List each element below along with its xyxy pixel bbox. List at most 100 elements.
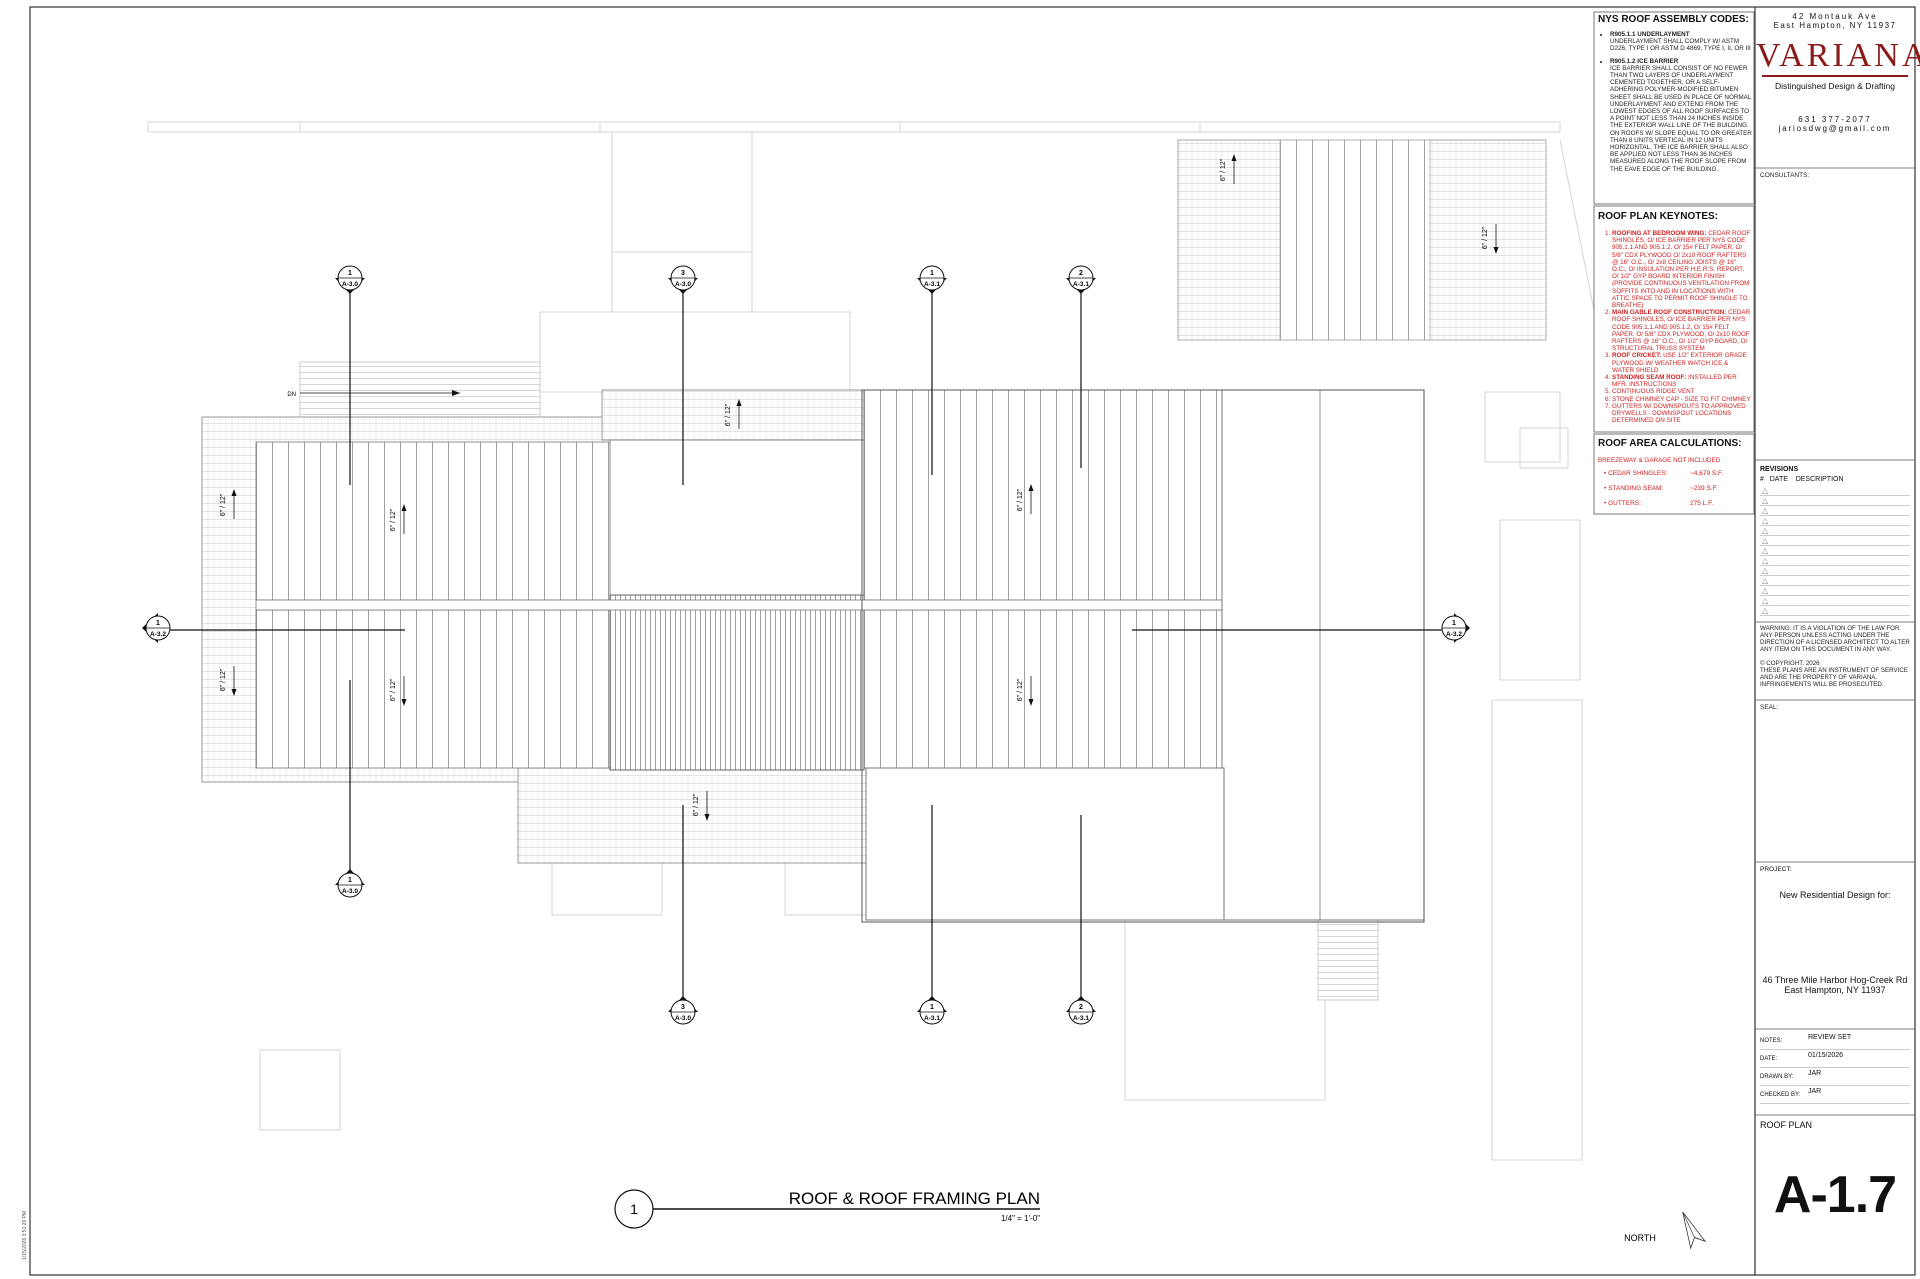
project-address-line1: 46 Three Mile Harbor Hog-Creek Rd [1762, 975, 1908, 985]
sheet-number: A-1.7 [1773, 1166, 1897, 1224]
section-marker: 1A-3.1 [917, 265, 947, 294]
slope-annotation: 6" / 12" [1482, 224, 1499, 254]
area-row: • GUTTERS: 275 L.F. [1598, 500, 1752, 515]
section-marker: 1A-3.0 [335, 869, 365, 898]
revision-triangle-icon: △ [1762, 516, 1769, 525]
slope-label: 6" / 12" [1017, 678, 1024, 701]
area-note: BREEZEWAY & GARAGE NOT INCLUDED [1598, 457, 1721, 464]
section-marker: 1A-3.2 [142, 613, 171, 643]
slope-arrowhead [231, 489, 237, 496]
slope-arrowhead [1028, 699, 1034, 706]
revision-triangle-icon: △ [1762, 586, 1769, 595]
section-marker-sheet: A-3.1 [1073, 281, 1089, 288]
sheet-title: ROOF PLAN [1760, 1120, 1813, 1130]
revision-triangle-icon: △ [1762, 506, 1769, 515]
section-marker-number: 1 [1452, 620, 1456, 627]
keynote-item: ROOF CRICKET: USE 1/2" EXTERIOR GRADE PL… [1612, 352, 1752, 374]
slope-annotation: 6" / 12" [1220, 154, 1237, 184]
warning-block: WARNING: IT IS A VIOLATION OF THE LAW FO… [1760, 625, 1910, 688]
slope-label: 6" / 12" [220, 668, 227, 691]
date-value: 01/15/2026 [1808, 1052, 1844, 1059]
warning-text: WARNING: IT IS A VIOLATION OF THE LAW FO… [1760, 625, 1910, 653]
revisions-block: REVISIONS # DATE DESCRIPTION △△△△△△△△△△△… [1760, 466, 1910, 616]
slope-annotation: 6" / 12" [1017, 484, 1034, 514]
main-roof [201, 389, 1425, 923]
section-marker-number: 1 [156, 620, 160, 627]
revision-rows: △△△△△△△△△△△△△ [1760, 486, 1910, 616]
keynote-item: GUTTERS W/ DOWNSPOUTS TO APPROVED DRYWEL… [1612, 403, 1752, 425]
north-label: NORTH [1624, 1233, 1656, 1243]
slope-annotations: 6" / 12" 6" / 12" 6" / 12" 6" / 12" 6" / 12"… [220, 154, 1499, 821]
section-marker-sheet: A-3.0 [342, 281, 358, 288]
revision-triangle-icon: △ [1762, 556, 1769, 565]
dn-label: DN [287, 392, 296, 398]
revision-row: △ [1760, 556, 1910, 566]
project-name: New Residential Design for: [1779, 890, 1891, 900]
area-value: ~239 S.F. [1690, 485, 1718, 492]
revision-row: △ [1760, 526, 1910, 536]
slope-arrowhead [401, 504, 407, 511]
area-label: • GUTTERS: [1604, 500, 1641, 507]
section-marker-sheet: A-3.1 [924, 281, 940, 288]
revision-triangle-icon: △ [1762, 526, 1769, 535]
area-label: • STANDING SEAM: [1604, 485, 1664, 492]
slope-annotation: 6" / 12" [725, 399, 742, 429]
section-marker-number: 1 [930, 1004, 934, 1011]
firm-logo: VARIANA [1756, 37, 1920, 74]
section-marker-sheet: A-3.2 [150, 631, 166, 638]
keynotes-panel: ROOF PLAN KEYNOTES: ROOFING AT BEDROOM W… [1598, 211, 1752, 424]
area-value: 275 L.F. [1690, 500, 1714, 507]
revision-row: △ [1760, 566, 1910, 576]
slope-arrowhead [1028, 484, 1034, 491]
copyright-body: THESE PLANS ARE AN INSTRUMENT OF SERVICE… [1760, 667, 1908, 688]
revision-row: △ [1760, 576, 1910, 586]
firm-address-line2: East Hampton, NY 11937 [1773, 21, 1897, 30]
rev-col-num: # [1760, 476, 1764, 483]
slope-annotation: 6" / 12" [1017, 676, 1034, 706]
keynotes-list: ROOFING AT BEDROOM WING: CEDAR ROOF SHIN… [1598, 230, 1752, 424]
revision-triangle-icon: △ [1762, 606, 1769, 615]
area-title: ROOF AREA CALCULATIONS: [1598, 438, 1742, 449]
revision-row: △ [1760, 536, 1910, 546]
area-row: • CEDAR SHINGLES:~4,679 S.F. [1598, 470, 1752, 485]
slope-arrowhead [401, 699, 407, 706]
slope-label: 6" / 12" [725, 403, 732, 426]
detail-number: 1 [630, 1201, 638, 1217]
revision-row: △ [1760, 596, 1910, 606]
keynote-item: CONTINUOUS RIDGE VENT [1612, 388, 1752, 395]
project-label: PROJECT: [1760, 866, 1792, 873]
section-marker-number: 2 [1079, 270, 1083, 277]
drawn-by-value: JAR [1808, 1070, 1822, 1077]
area-label: • CEDAR SHINGLES: [1604, 470, 1668, 477]
slope-label: 6" / 12" [1017, 488, 1024, 511]
sheet-info: NOTES: REVIEW SET DATE: 01/15/2026 DRAWN… [1760, 1032, 1910, 1104]
keynote-item: STONE CHIMNEY CAP - SIZE TO FIT CHIMNEY [1612, 396, 1752, 403]
code-body: ICE BARRIER SHALL CONSIST OF NO FEWER TH… [1610, 64, 1752, 173]
section-marker-number: 3 [681, 1004, 685, 1011]
date-label: DATE: [1760, 1056, 1778, 1062]
firm-phone: 631 377-2077 [1798, 115, 1872, 124]
slope-annotation: 6" / 12" [390, 676, 407, 706]
slope-arrowhead [231, 689, 237, 696]
copyright-line: © COPYRIGHT: 2026 [1760, 660, 1820, 667]
slope-arrowhead [1231, 154, 1237, 161]
slope-annotation: 6" / 12" [390, 504, 407, 534]
revision-row: △ [1760, 606, 1910, 616]
revisions-title: REVISIONS [1760, 466, 1799, 473]
drawing-scale: 1/4" = 1'-0" [1001, 1214, 1040, 1223]
slope-arrowhead [736, 399, 742, 406]
project-address-line2: East Hampton, NY 11937 [1784, 985, 1886, 995]
revision-triangle-icon: △ [1762, 596, 1769, 605]
revision-triangle-icon: △ [1762, 576, 1769, 585]
slope-label: 6" / 12" [220, 493, 227, 516]
revision-triangle-icon: △ [1762, 546, 1769, 555]
section-marker: 2A-3.1 [1066, 265, 1096, 294]
slope-label: 6" / 12" [390, 678, 397, 701]
revision-triangle-icon: △ [1762, 486, 1769, 495]
section-marker-sheet: A-3.1 [924, 1015, 940, 1022]
slope-label: 6" / 12" [693, 793, 700, 816]
north-arrow: NORTH [1624, 1211, 1707, 1250]
